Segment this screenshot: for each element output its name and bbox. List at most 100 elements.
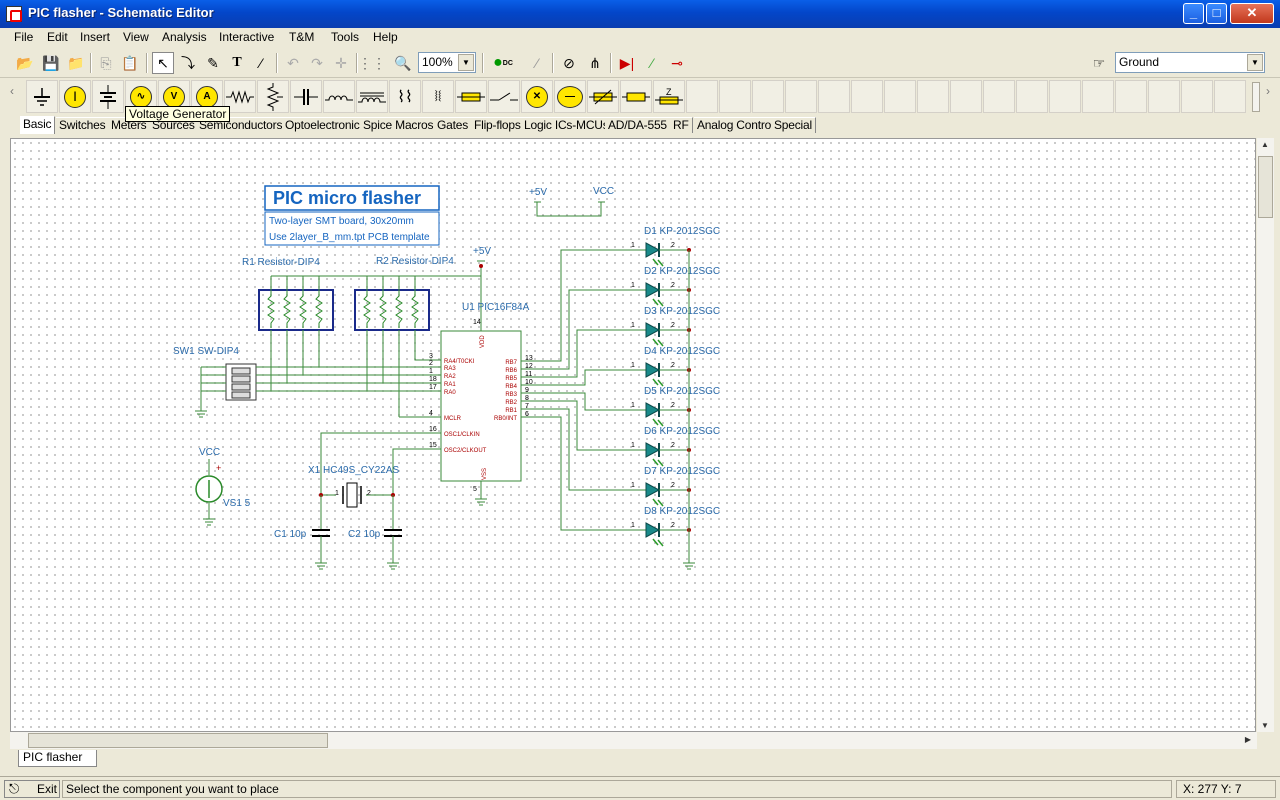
led-diode[interactable] [636,322,674,347]
probe-red-icon[interactable]: ⊸ [671,54,683,71]
vertical-scrollbar[interactable]: ▲ ▼ [1257,138,1274,732]
voltage-source-component[interactable] [92,80,124,113]
tab-gates[interactable]: Gates [434,117,473,133]
select-arrow-icon[interactable]: ↖ [152,52,174,74]
u1-mcu[interactable] [440,330,522,482]
meter-icon[interactable]: ⊘ [563,54,575,71]
tab-basic[interactable]: Basic [20,116,56,134]
led-wire[interactable] [521,408,637,491]
led-wire[interactable] [521,416,637,531]
led-diode[interactable] [636,482,674,507]
empty-slot[interactable] [719,80,751,113]
schematic-canvas[interactable]: PIC micro flasher Two-layer SMT board, 3… [10,138,1256,732]
line-tool-icon[interactable]: ⁄ [259,55,263,71]
led-diode[interactable] [636,402,674,427]
dc-analysis-button[interactable]: ●DC [493,54,513,71]
led-wire[interactable] [521,329,637,378]
zoom-select[interactable]: 100%▼ [418,52,476,73]
place-component-icon[interactable]: ☞ [1092,54,1106,71]
toolbar-scroll-thumb[interactable] [1252,82,1260,112]
fuse-component[interactable] [455,80,487,113]
impedance-component[interactable]: Z [653,80,685,113]
scroll-left-icon[interactable]: ‹ [10,84,14,98]
led-tool-icon[interactable]: ⁄ [650,55,654,71]
rotate-icon[interactable]: ✛ [335,54,347,71]
pencil-icon[interactable]: ✎ [207,54,219,71]
empty-slot[interactable] [785,80,817,113]
led-wire[interactable] [521,289,637,370]
menu-tools[interactable]: Tools [331,30,360,44]
wire-tool-icon[interactable]: ⤵ [181,55,195,71]
r2-resistor-array[interactable] [354,289,430,331]
grid-icon[interactable]: ⋮⋮ [358,54,386,71]
potentiometer-component[interactable] [257,80,289,113]
resistor-component[interactable] [224,80,256,113]
led-wire[interactable] [521,392,637,411]
component-select[interactable]: Ground▼ [1115,52,1265,73]
r1-resistor-array[interactable] [258,289,334,331]
zoom-icon[interactable]: 🔍 [394,54,412,71]
empty-slot[interactable] [917,80,949,113]
empty-slot[interactable] [950,80,982,113]
x1-crystal[interactable] [342,482,362,508]
menu-insert[interactable]: Insert [80,30,111,44]
empty-slot[interactable] [983,80,1015,113]
horizontal-scroll-thumb[interactable] [28,733,328,748]
tab-spice-macros[interactable]: Spice Macros [360,117,438,133]
horizontal-scrollbar[interactable]: ▶ [10,732,1257,749]
led-wire[interactable] [521,249,637,362]
tab-adda-555[interactable]: AD/DA-555 [605,117,671,133]
save-icon[interactable]: 💾 [42,54,60,71]
empty-slot[interactable] [818,80,850,113]
paste-icon[interactable]: 📋 [121,54,139,71]
menu-help[interactable]: Help [373,30,398,44]
tab-optoelectronic[interactable]: Optoelectronic [282,117,364,133]
menu-view[interactable]: View [123,30,149,44]
menu-analysis[interactable]: Analysis [162,30,207,44]
menu-edit[interactable]: Edit [47,30,68,44]
menu-file[interactable]: File [14,30,34,44]
empty-slot[interactable] [752,80,784,113]
capacitor-component[interactable] [290,80,322,113]
scroll-right-icon[interactable]: ▶ [1244,735,1251,744]
led-diode[interactable] [636,242,674,267]
c1-capacitor[interactable] [312,529,330,537]
empty-slot[interactable] [1082,80,1114,113]
tab-rf[interactable]: RF [670,117,693,133]
led-diode[interactable] [636,522,674,547]
app-icon[interactable] [6,6,22,22]
led-wire[interactable] [521,400,637,451]
maximize-button[interactable]: □ [1206,3,1227,24]
tab-analog-control[interactable]: Analog Control [694,117,778,133]
resistor-block-component[interactable] [620,80,652,113]
transformer-component[interactable]: ⌇⌇ [389,80,421,113]
motor-component[interactable]: — [554,80,586,113]
empty-slot[interactable] [884,80,916,113]
empty-slot[interactable] [1214,80,1246,113]
open-folder-icon[interactable]: 📂 [16,54,34,71]
c2-capacitor[interactable] [384,529,402,537]
varistor-component[interactable] [587,80,619,113]
empty-slot[interactable] [1181,80,1213,113]
vertical-scroll-thumb[interactable] [1258,156,1273,218]
led-wire[interactable] [521,369,637,386]
led-diode[interactable] [636,442,674,467]
scroll-down-icon[interactable]: ▼ [1261,721,1269,730]
text-tool-icon[interactable]: T [232,55,242,70]
led-diode[interactable] [636,282,674,307]
menu-tm[interactable]: T&M [289,30,315,44]
copy-icon[interactable]: ⎘ [100,54,112,71]
tab-logic-ics[interactable]: Logic ICs-MCUs [521,117,613,133]
scroll-up-icon[interactable]: ▲ [1261,140,1269,149]
ground-component[interactable] [26,80,58,113]
menu-interactive[interactable]: Interactive [219,30,275,44]
led-diode[interactable] [636,362,674,387]
exit-button[interactable]: ⎋ Exit [4,780,60,798]
tab-flip-flops[interactable]: Flip-flops [471,117,525,133]
minimize-button[interactable]: _ [1183,3,1204,24]
switch-component[interactable] [488,80,520,113]
notes-box[interactable] [264,211,440,246]
doc-tab-pic-flasher[interactable]: PIC flasher [18,750,98,767]
battery-component[interactable]: | [59,80,91,113]
empty-slot[interactable] [1049,80,1081,113]
